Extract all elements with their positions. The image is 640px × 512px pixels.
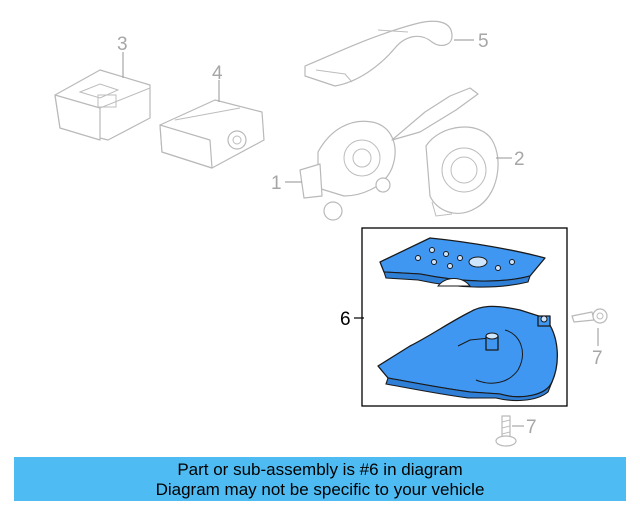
- banner-text-disclaimer: Diagram may not be specific to your vehi…: [155, 480, 485, 499]
- callout-3: 3: [117, 34, 128, 55]
- part-2-clockspring: [425, 126, 512, 217]
- part-5-upper-shroud: [304, 20, 474, 87]
- part-3-module: [54, 52, 151, 141]
- part-6-upper-cover: [379, 237, 546, 288]
- info-banner: Part or sub-assembly is #6 in diagram Di…: [14, 457, 626, 501]
- part-7-screw-lower: [495, 415, 524, 447]
- part-6-frame: [361, 227, 568, 407]
- callout-1: 1: [271, 173, 282, 194]
- callout-7-upper: 7: [592, 348, 603, 369]
- part-1-combination-switch: [285, 87, 479, 221]
- banner-text-part: Part or sub-assembly is #6 in diagram: [177, 460, 463, 479]
- part-6-lower-shroud: [377, 305, 558, 402]
- callout-5: 5: [478, 31, 489, 52]
- callout-4: 4: [212, 63, 223, 84]
- callout-7-lower: 7: [526, 417, 537, 438]
- part-4-sensor: [159, 80, 265, 169]
- callout-6: 6: [340, 309, 351, 330]
- callout-2: 2: [514, 149, 525, 170]
- part-7-screw-upper: [571, 308, 608, 346]
